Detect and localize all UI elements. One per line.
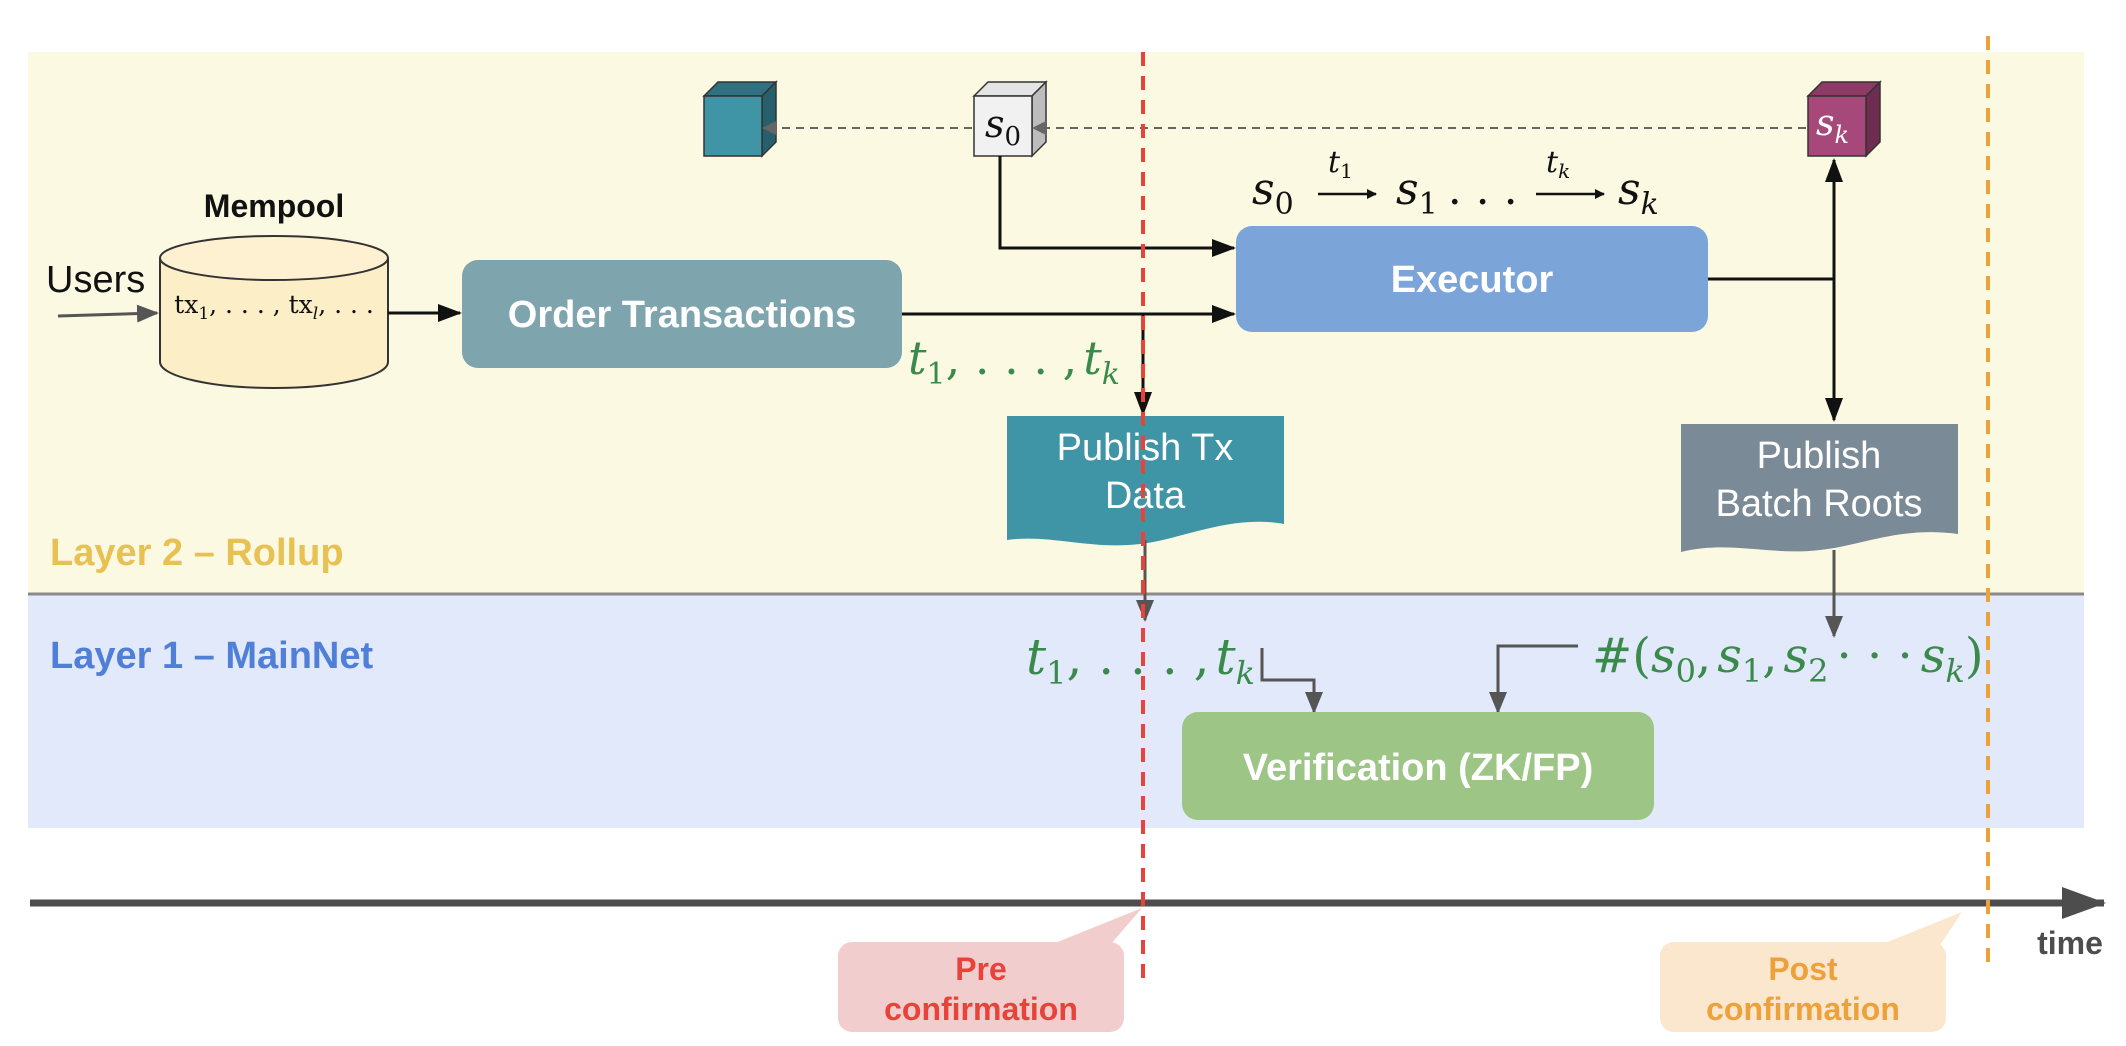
genesis-cube xyxy=(702,80,778,158)
s0-cube-label: s0 xyxy=(985,102,1021,152)
svg-text:s1. . .: s1. . . xyxy=(1396,164,1518,222)
publish-batch-line1: Publish xyxy=(1757,435,1882,477)
users-to-mempool-arrow xyxy=(57,304,159,323)
roots-to-verification-arrow xyxy=(1489,644,1578,714)
users-label: Users xyxy=(46,259,145,301)
order-transactions-box xyxy=(462,260,902,368)
pre-confirmation-line1: Pre xyxy=(955,951,1007,987)
batch-root-hash: #(s0,s1,s2· · ·sk) xyxy=(1592,628,1984,690)
state-transition-equation: s0 t1 s1. . . tk sk xyxy=(1252,145,1659,222)
svg-text:tk: tk xyxy=(1546,145,1570,183)
publish-tx-line2: Data xyxy=(1105,475,1186,517)
publish-batch-line2: Batch Roots xyxy=(1716,483,1923,525)
mempool-title: Mempool xyxy=(204,188,344,224)
svg-text:s0: s0 xyxy=(1252,164,1294,222)
verification-box xyxy=(1182,712,1654,820)
svg-text:sk: sk xyxy=(1618,164,1659,222)
tx-sequence-l1: t1, . . . ,tk xyxy=(1026,628,1255,692)
publish-batch-roots-box xyxy=(1681,424,1958,552)
verification-label: Verification (ZK/FP) xyxy=(1243,747,1593,789)
s0-cube xyxy=(972,80,1048,158)
pre-confirmation-bubble xyxy=(838,942,1124,1032)
pre-confirmation-pointer xyxy=(1050,908,1142,945)
svg-text:t1: t1 xyxy=(1328,145,1353,183)
layer1-background xyxy=(28,594,2084,828)
mempool-contents: tx1, . . . , txl, . . . xyxy=(174,290,374,324)
executor-box xyxy=(1236,226,1708,332)
pre-confirmation-line2: confirmation xyxy=(884,991,1078,1027)
tx-sequence-l2: t1, . . . ,tk xyxy=(908,331,1120,392)
time-label: time xyxy=(2037,925,2103,961)
layer1-label: Layer 1 – MainNet xyxy=(50,635,373,677)
layer2-label: Layer 2 – Rollup xyxy=(50,532,344,574)
sk-cube xyxy=(1806,80,1882,158)
post-confirmation-pointer xyxy=(1880,912,1962,945)
publish-tx-data-box xyxy=(1007,416,1284,546)
s0-to-executor-arrow xyxy=(998,156,1236,257)
post-confirmation-line1: Post xyxy=(1768,951,1838,987)
tx-to-verification-arrow xyxy=(1260,648,1323,714)
mempool-cylinder xyxy=(159,235,389,389)
sk-cube-label: sk xyxy=(1816,103,1849,149)
post-confirmation-bubble xyxy=(1660,942,1946,1032)
post-confirmation-line2: confirmation xyxy=(1706,991,1900,1027)
order-transactions-label: Order Transactions xyxy=(508,294,856,336)
executor-label: Executor xyxy=(1391,259,1554,301)
